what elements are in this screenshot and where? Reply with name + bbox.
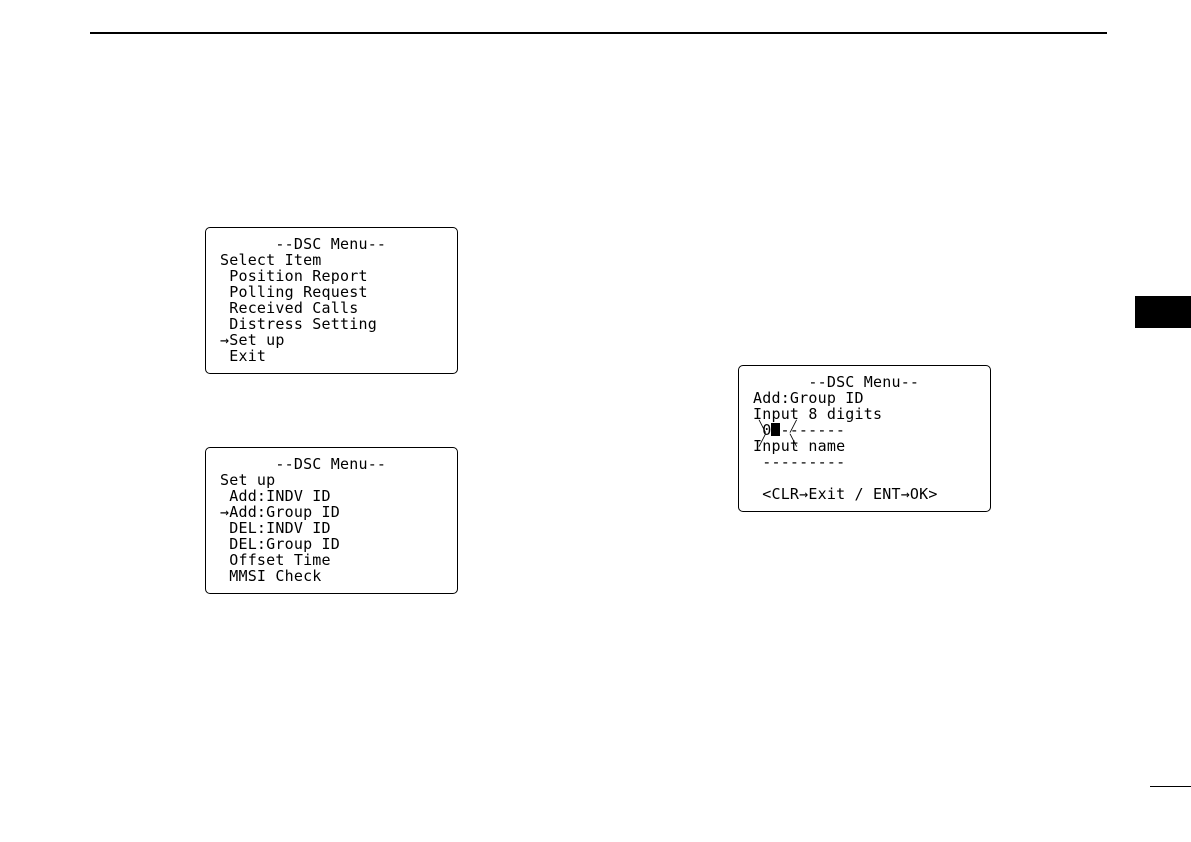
lcd-line: Add:Group ID [753, 389, 864, 407]
lcd-menu-item: Distress Setting [220, 315, 377, 333]
lcd-title: --DSC Menu-- [220, 455, 387, 473]
lcd-title: --DSC Menu-- [220, 235, 387, 253]
blink-ray-icon: ╱ [790, 420, 797, 433]
blink-ray-icon: ╲ [790, 434, 797, 447]
section-tab [1135, 296, 1191, 328]
lcd-menu-item: MMSI Check [220, 567, 322, 585]
lcd-blank-line [753, 470, 990, 486]
lcd-prompt: Input 8 digits [753, 405, 883, 423]
lcd-title: --DSC Menu-- [753, 373, 920, 391]
lcd-id-entry: 0 ------- [753, 422, 990, 438]
lcd-menu-item: DEL:INDV ID [220, 519, 331, 537]
lcd-menu-item: Polling Request [220, 283, 368, 301]
page-number-rule [1150, 786, 1191, 787]
lcd-menu-item: Exit [220, 347, 267, 365]
lcd-menu-item: Position Report [220, 267, 368, 285]
entered-digit: 0 [753, 421, 772, 439]
lcd-screen-set-up: --DSC Menu-- Set up Add:INDV ID →Add:Gro… [205, 447, 458, 594]
lcd-menu-item-selected: →Set up [220, 331, 285, 349]
lcd-key-hint: <CLR→Exit / ENT→OK> [753, 485, 938, 503]
lcd-menu-item: Offset Time [220, 551, 331, 569]
blinking-cursor-icon [771, 423, 781, 436]
blink-ray-icon: ╲ [759, 420, 766, 433]
lcd-screen-dsc-menu: --DSC Menu-- Select Item Position Report… [205, 227, 458, 374]
header-rule [90, 32, 1107, 34]
lcd-line: Set up [220, 471, 276, 489]
lcd-prompt: Input name [753, 437, 846, 455]
blink-ray-icon: ╱ [759, 434, 766, 447]
lcd-screen-add-group-id: --DSC Menu-- Add:Group ID Input 8 digits… [738, 365, 991, 512]
remaining-digits: ------- [780, 421, 846, 439]
lcd-line: Select Item [220, 251, 322, 269]
lcd-name-entry: --------- [753, 453, 846, 471]
lcd-menu-item-selected: →Add:Group ID [220, 503, 340, 521]
lcd-menu-item: DEL:Group ID [220, 535, 340, 553]
lcd-menu-item: Add:INDV ID [220, 487, 331, 505]
lcd-menu-item: Received Calls [220, 299, 359, 317]
